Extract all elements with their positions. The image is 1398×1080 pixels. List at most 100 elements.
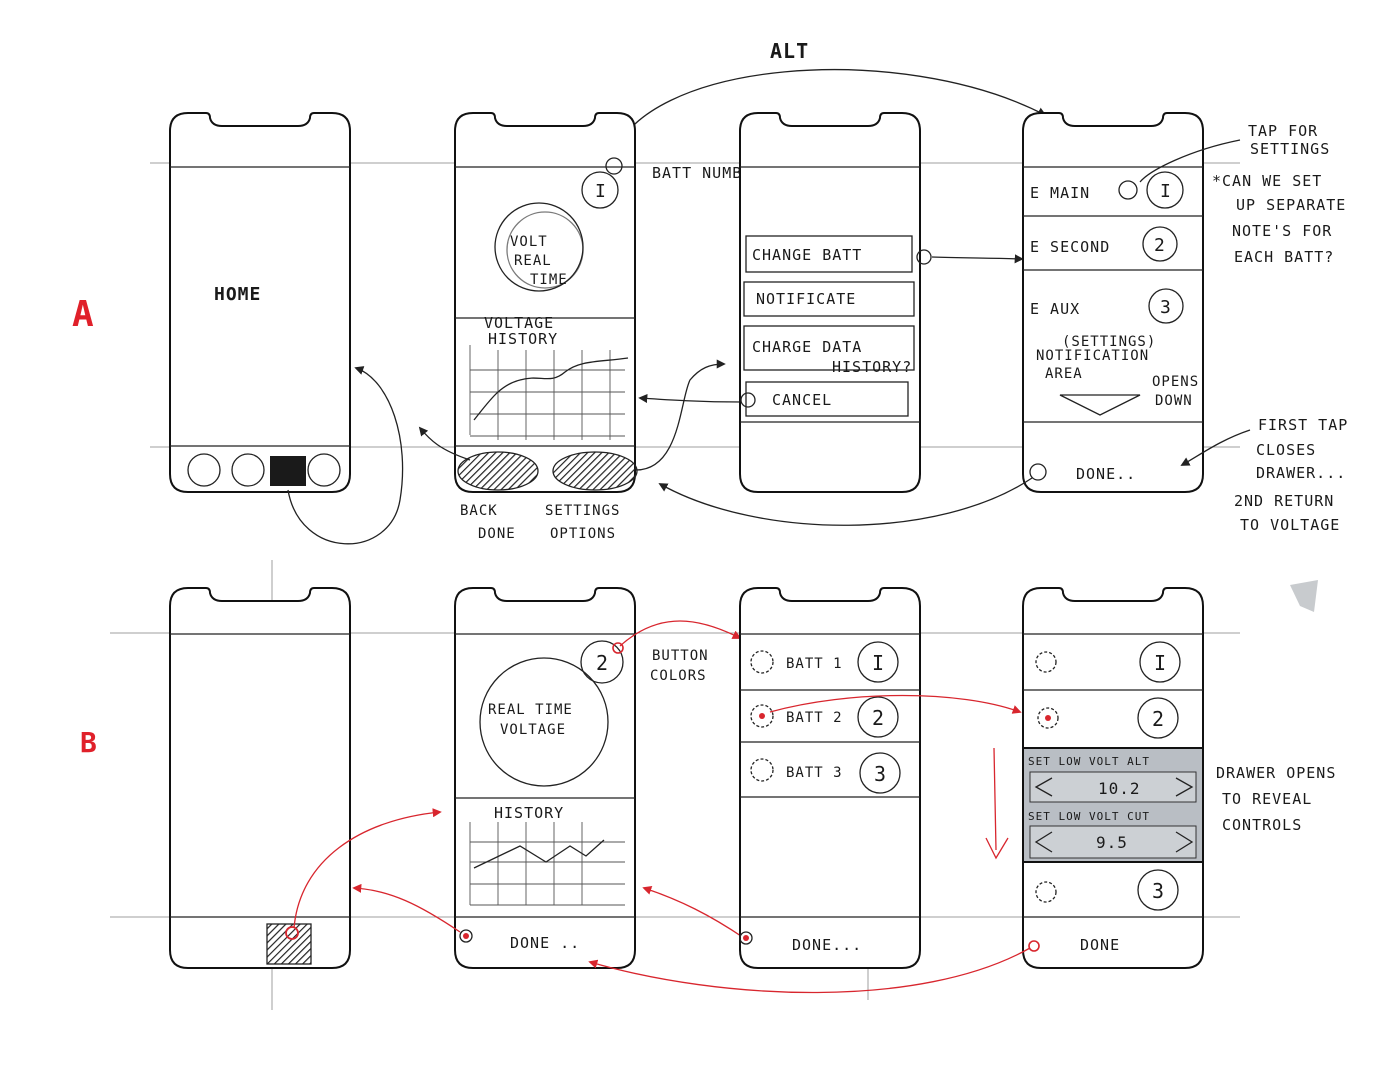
note-tap-line-2: SETTINGS [1250, 140, 1330, 158]
note-q-line-3: NOTE'S FOR [1232, 222, 1332, 240]
note-second-line-2: TO VOLTAGE [1240, 516, 1340, 534]
b4-badge-3[interactable] [1137, 869, 1179, 911]
gear-icon-b2[interactable] [750, 704, 774, 728]
batt-badge-1-text: I [1160, 181, 1172, 202]
notification-line-2: AREA [1045, 366, 1083, 382]
batt-badge-2[interactable] [1142, 226, 1178, 262]
row-main-label: E MAIN [1030, 184, 1090, 202]
arrow-b-done-return [588, 947, 1031, 994]
b3-back-dot[interactable] [739, 931, 753, 945]
b4-done-label[interactable]: DONE [1080, 936, 1120, 954]
b2-history-label: HISTORY [494, 804, 564, 822]
notification-line-1: NOTIFICATION [1036, 348, 1149, 364]
options-label: OPTIONS [550, 526, 616, 542]
menu-notificate[interactable] [743, 281, 915, 317]
alt-stepper[interactable] [1029, 771, 1197, 803]
batt-number-badge[interactable] [581, 171, 619, 209]
screen-b3-battery-list: BATT 1 I BATT 2 2 BATT 3 3 DONE... [739, 587, 921, 969]
b2-batt-badge-text: 2 [596, 651, 609, 675]
menu-change-batt[interactable] [745, 235, 913, 273]
battery-tab-icon-b[interactable] [266, 923, 312, 965]
tab-button-4[interactable] [307, 453, 341, 487]
arrow-first-tap [1180, 429, 1251, 466]
gear-icon-b3[interactable] [750, 758, 774, 782]
note-tap-line-1: TAP FOR [1248, 122, 1318, 140]
b4-badge-1-text: I [1154, 651, 1167, 675]
arrow-change-batt-to-list [931, 254, 1024, 264]
alt-decrease-icon[interactable] [1034, 777, 1053, 797]
back-done-button[interactable] [457, 451, 539, 491]
tab-button-1[interactable] [187, 453, 221, 487]
arrow-back-left [418, 426, 471, 461]
arrow-settings-to-menu [635, 359, 726, 471]
arrow-home-to-volt [287, 366, 404, 545]
screen-a1-home: HOME [169, 112, 351, 493]
gear-icon-d3[interactable] [1035, 881, 1057, 903]
batt-badge-1[interactable] [1146, 171, 1184, 209]
cut-increase-icon[interactable] [1175, 831, 1194, 853]
gear-icon[interactable] [1118, 180, 1138, 200]
settings-options-button[interactable] [552, 451, 638, 491]
screen-b1-home [169, 587, 351, 969]
screen-b4-drawer: I 2 SET LOW VOLT ALT 10.2 SET LOW VOLT C… [1022, 587, 1204, 969]
alt-arc-connector [611, 69, 1047, 161]
tab-button-2[interactable] [231, 453, 265, 487]
b4-badge-2[interactable] [1137, 697, 1179, 739]
note-drawer-line-2: TO REVEAL [1222, 790, 1312, 808]
volt-line-1: VOLT [510, 234, 548, 250]
home-title: HOME [214, 284, 261, 305]
note-second-line-1: 2ND RETURN [1234, 492, 1334, 510]
b4-badge-3-text: 3 [1152, 879, 1165, 903]
note-first-line-2: CLOSES [1256, 441, 1316, 459]
screen-a2-voltage: I VOLT REAL TIME VOLTAGE HISTORY [454, 112, 638, 493]
b3-done-label[interactable]: DONE... [792, 936, 862, 954]
b2-batt-badge[interactable] [580, 640, 624, 684]
menu-item-history: HISTORY? [832, 358, 912, 376]
batt-badge-3-text: 3 [1160, 297, 1172, 318]
note-q-line-1: *CAN WE SET [1212, 172, 1322, 190]
voltage-history-line-1: VOLTAGE [484, 314, 554, 332]
arrow-b-home-to-volt [293, 808, 442, 929]
menu-cancel[interactable] [745, 381, 909, 417]
real-time-line-1: REAL TIME [488, 702, 573, 718]
b3-batt2-label: BATT 2 [786, 710, 843, 726]
b2-done-label[interactable]: DONE .. [510, 934, 580, 952]
arrow-tap-for-settings [1139, 139, 1241, 183]
b3-badge-2-text: 2 [872, 706, 885, 730]
batt-badge-3[interactable] [1148, 288, 1184, 324]
drawer-down-icon [1059, 394, 1141, 416]
gear-icon-b1[interactable] [750, 650, 774, 674]
screen-b2-voltage: 2 REAL TIME VOLTAGE HISTORY DONE .. [454, 587, 636, 969]
b3-badge-1-text: I [872, 651, 885, 675]
a4-done-dot[interactable] [1029, 463, 1047, 481]
opens-line-2: DOWN [1155, 393, 1193, 409]
cut-label-text: SET LOW VOLT CUT [1028, 810, 1150, 823]
cut-stepper[interactable] [1029, 825, 1197, 859]
alt-increase-icon[interactable] [1175, 777, 1194, 797]
note-first-line-3: DRAWER... [1256, 464, 1346, 482]
cut-value: 9.5 [1096, 833, 1128, 852]
b3-badge-1[interactable] [857, 641, 899, 683]
opens-line-1: OPENS [1152, 374, 1199, 390]
menu-item-cancel: CANCEL [772, 391, 832, 409]
b2-back-dot[interactable] [459, 929, 473, 943]
batt-badge-2-text: 2 [1154, 235, 1166, 256]
real-time-voltage-circle [479, 657, 609, 787]
arrow-done-return [658, 477, 1033, 526]
b3-badge-3[interactable] [859, 752, 901, 794]
b4-back-dot[interactable] [1028, 940, 1040, 952]
ink-smudge [1290, 580, 1318, 612]
b3-badge-2[interactable] [857, 696, 899, 738]
b4-badge-2-text: 2 [1152, 707, 1165, 731]
gear-icon-d2[interactable] [1037, 707, 1059, 729]
menu-charge-data[interactable] [743, 325, 915, 371]
button-colors-line-2: COLORS [650, 668, 707, 684]
b4-badge-1[interactable] [1139, 641, 1181, 683]
a4-done-label[interactable]: DONE.. [1076, 465, 1136, 483]
cut-decrease-icon[interactable] [1034, 831, 1053, 853]
note-drawer-line-1: DRAWER OPENS [1216, 764, 1336, 782]
battery-tab-icon[interactable] [270, 456, 306, 486]
gear-icon-d1[interactable] [1035, 651, 1057, 673]
volt-line-3: TIME [530, 272, 568, 288]
